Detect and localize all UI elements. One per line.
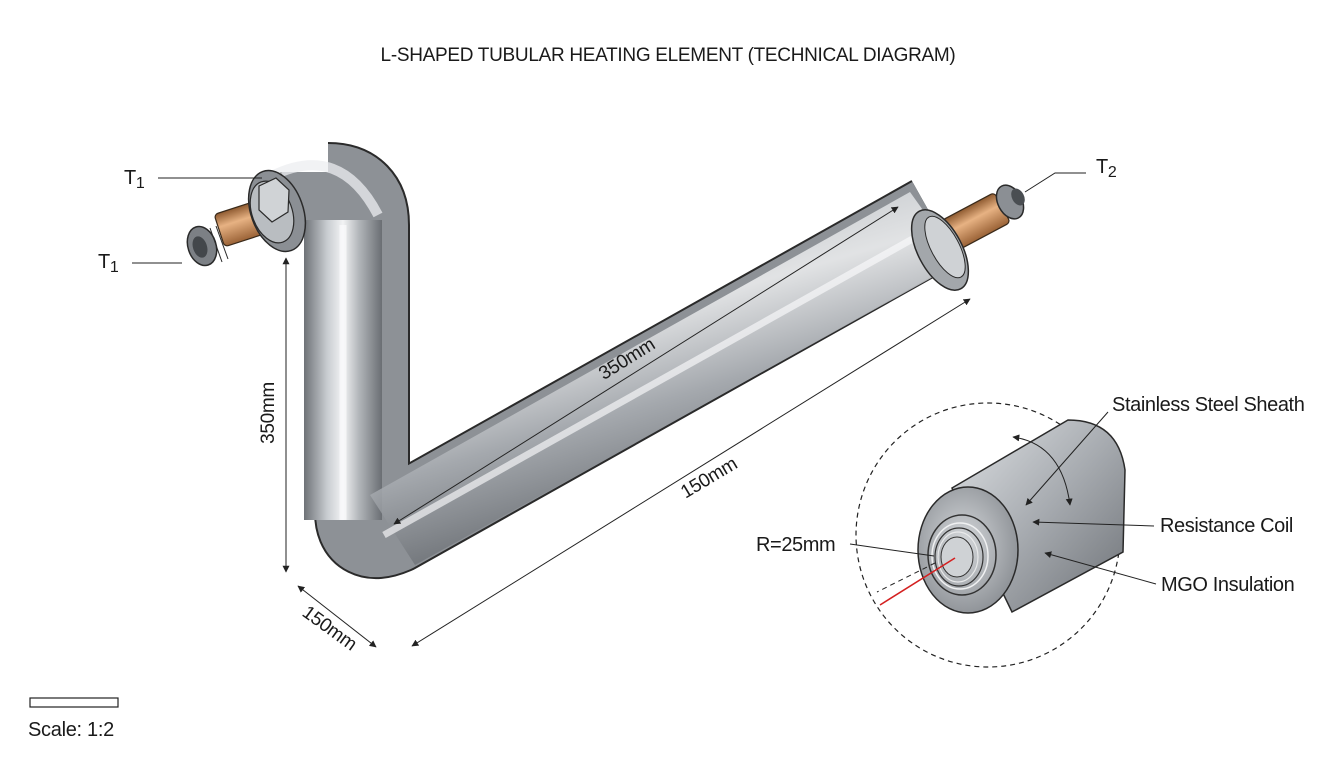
radius-line (879, 557, 956, 606)
terminal-label-right: T2 (1096, 156, 1117, 181)
label-sheath: Stainless Steel Sheath (1112, 394, 1304, 416)
label-coil: Resistance Coil (1160, 515, 1293, 537)
leader-radius (849, 543, 935, 557)
leader-coil (1032, 518, 1155, 527)
right-terminal (910, 184, 1025, 291)
dim-line-bend (297, 585, 377, 648)
scale-indicator: Scale: 1:2 (28, 697, 119, 741)
dim-vertical-label: 350mm (258, 382, 279, 444)
leader-right (1024, 172, 1086, 193)
dim-line-diagonal-lower (411, 298, 971, 647)
cross-section-detail: Stainless Steel Sheath Resistance Coil M… (756, 394, 1305, 668)
diagram-title: L-SHAPED TUBULAR HEATING ELEMENT (TECHNI… (381, 45, 956, 66)
leader-insulation (1044, 551, 1157, 585)
terminal-label-left-lower: T1 (98, 251, 119, 276)
label-radius: R=25mm (756, 534, 835, 556)
scale-bar (29, 697, 119, 708)
left-terminal (186, 169, 307, 267)
terminal-label-left-upper: T1 (124, 167, 145, 192)
terminal-labels: T1 T1 T2 (98, 156, 1117, 276)
insulation-core (940, 536, 974, 578)
scale-label: Scale: 1:2 (28, 719, 114, 741)
dim-line-diagonal-upper (393, 206, 899, 525)
label-insulation: MGO Insulation (1161, 574, 1294, 596)
leader-sheath (1025, 411, 1109, 506)
